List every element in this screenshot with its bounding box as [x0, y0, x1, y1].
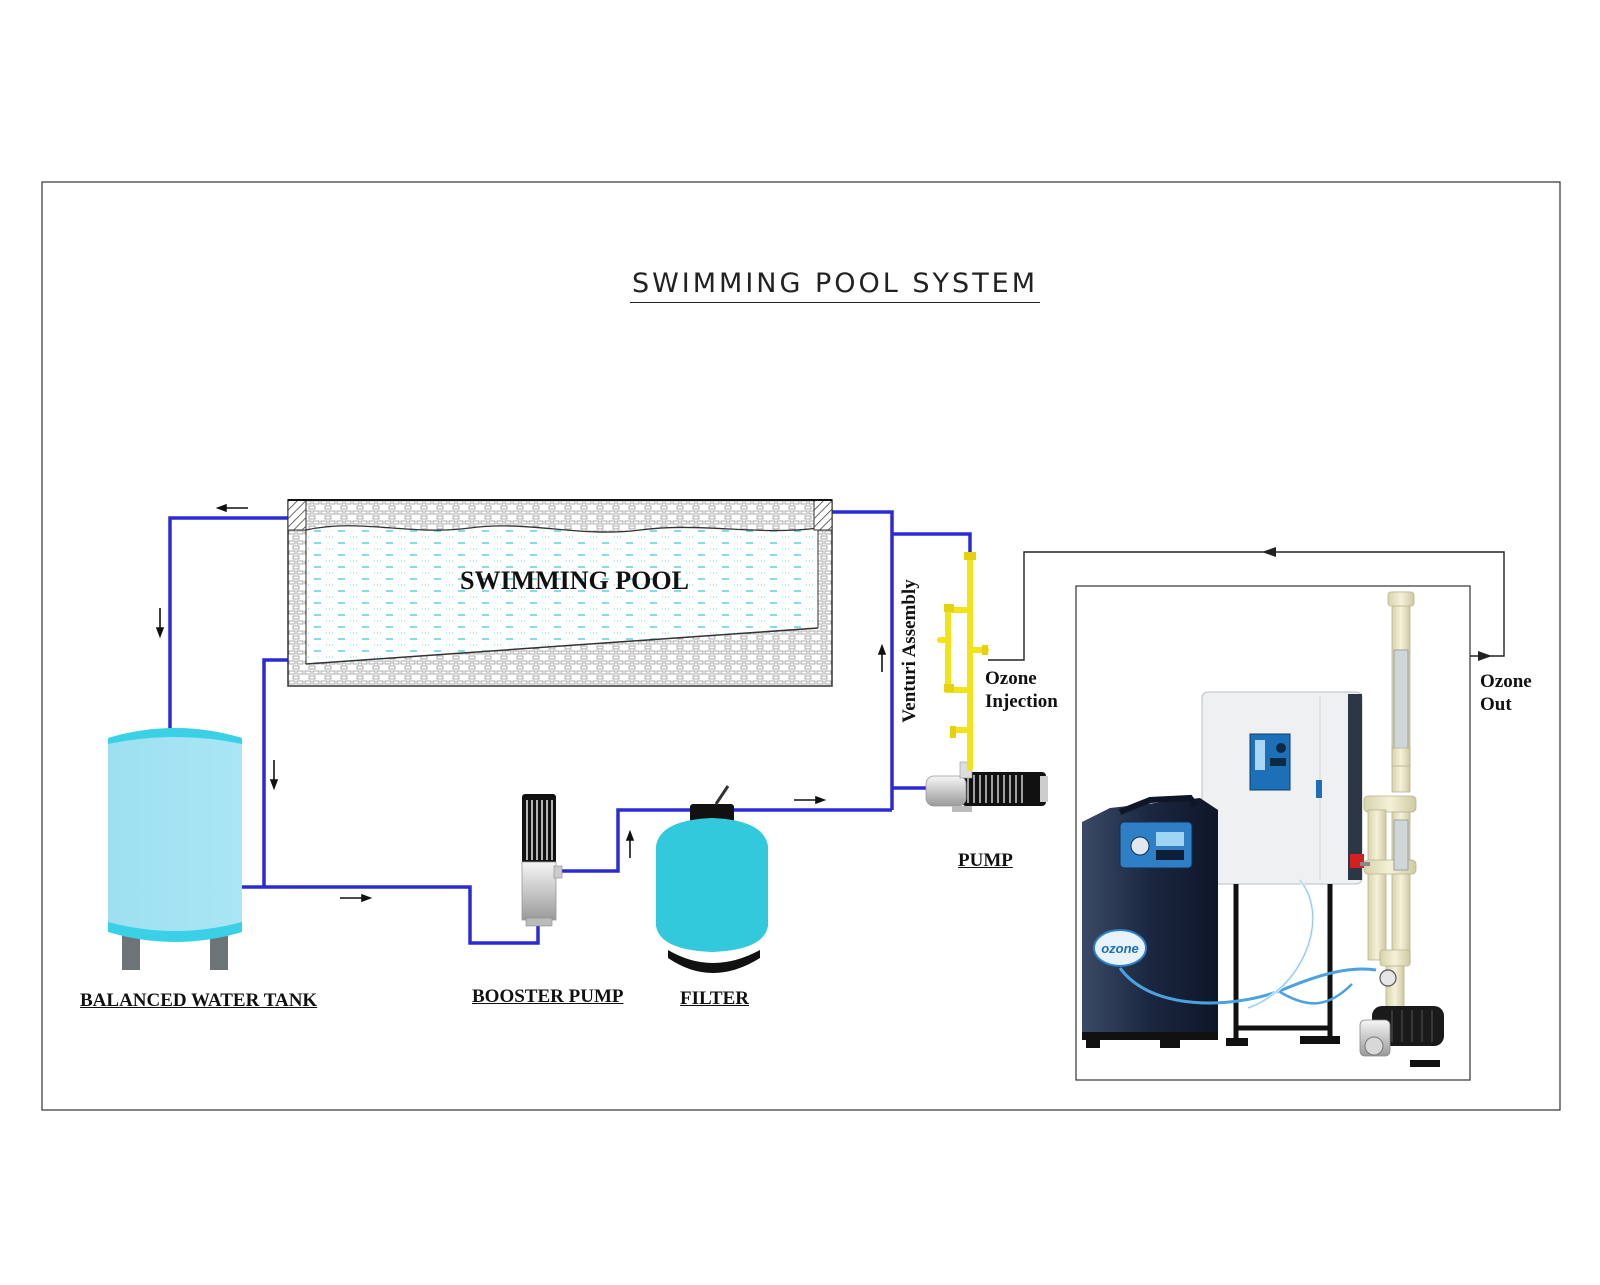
- page-title-text: SWIMMING POOL SYSTEM: [629, 268, 1041, 303]
- outer-frame: [41, 181, 1561, 1111]
- venturi-assembly-label: Venturi Assembly: [899, 579, 920, 723]
- pipe-return-to-pool: [832, 510, 894, 810]
- pipe-return-to-venturi: [892, 532, 972, 556]
- pipe-network: [168, 510, 972, 945]
- balanced-water-tank-label: BALANCED WATER TANK: [80, 990, 318, 1011]
- pipe-tank-to-booster: [242, 885, 540, 945]
- flow-arrows: [155, 503, 887, 903]
- ozone-out-arrow: [1478, 651, 1492, 661]
- filter-vessel: [656, 785, 768, 973]
- circulation-pump: [925, 761, 1048, 812]
- venturi-assembly: [937, 553, 989, 771]
- balanced-water-tank: [108, 728, 242, 970]
- pipe-booster-to-filter: [560, 808, 892, 873]
- swimming-pool: [287, 499, 833, 687]
- pipe-pool-drain: [262, 658, 288, 887]
- ozone-out-label: Ozone Out: [1480, 671, 1532, 715]
- ozone-injection-label: Ozone Injection: [985, 668, 1058, 712]
- ozone-logo-text: ozone: [1101, 941, 1139, 956]
- filter-label: FILTER: [680, 988, 749, 1009]
- pump-label: PUMP: [958, 850, 1013, 871]
- booster-pump-label: BOOSTER PUMP: [472, 986, 624, 1007]
- pipe-pool-to-tank: [168, 516, 288, 730]
- ozone-generator-illustration: ozone: [1075, 585, 1471, 1081]
- booster-pump: [521, 794, 563, 927]
- swimming-pool-label: SWIMMING POOL: [460, 566, 689, 595]
- page-title: SWIMMING POOL SYSTEM: [0, 268, 1600, 303]
- ozone-line-arrow: [1262, 547, 1276, 557]
- venturi-fittings: [944, 552, 988, 738]
